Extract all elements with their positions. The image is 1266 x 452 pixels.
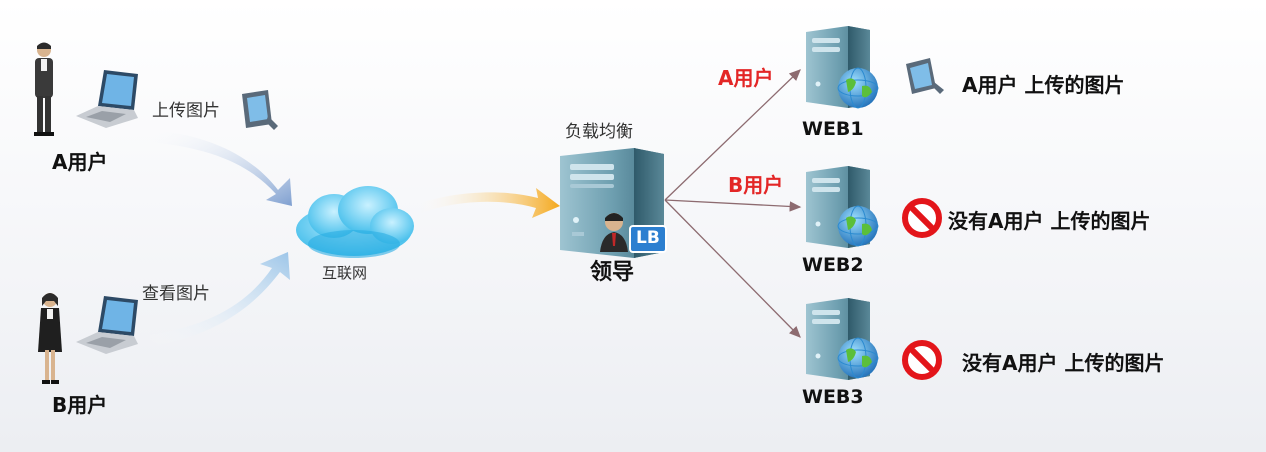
view-action-label: 查看图片 [142, 284, 210, 304]
no-entry-icon-web2 [902, 198, 942, 238]
server-name-web2: WEB2 [802, 254, 864, 276]
user-a-label: A用户 [52, 150, 108, 174]
person-icon-b [38, 293, 62, 384]
cloud-icon [296, 186, 414, 258]
lb-arrow [415, 188, 560, 218]
user-b-label: B用户 [52, 393, 108, 417]
load-balancer-title: 负载均衡 [565, 122, 633, 142]
view-arrow [150, 252, 290, 347]
globe-icon-web2 [837, 205, 879, 247]
server-name-web1: WEB1 [802, 118, 864, 140]
person-icon-a [34, 42, 54, 136]
upload-action-label: 上传图片 [152, 101, 220, 121]
globe-icon-web3 [837, 337, 879, 379]
status-web2: 没有A用户 上传的图片 [948, 209, 1151, 233]
no-entry-icon-web3 [902, 340, 942, 380]
server-name-web3: WEB3 [802, 386, 864, 408]
leader-avatar-icon [600, 213, 628, 252]
connector-web3 [664, 199, 801, 338]
laptop-icon-a [76, 70, 138, 128]
picture-frame-icon-upload [242, 90, 278, 130]
route-label-web1: A用户 [718, 66, 774, 90]
picture-frame-icon-web1 [906, 58, 944, 94]
connector-web2 [664, 199, 802, 212]
globe-icon-web1 [837, 67, 879, 109]
lb-badge: LB [636, 228, 660, 248]
internet-label: 互联网 [322, 264, 368, 282]
status-web1: A用户 上传的图片 [962, 73, 1125, 97]
upload-arrow [150, 130, 292, 206]
lb-badge-box [629, 225, 667, 253]
laptop-icon-b [76, 296, 138, 354]
status-web3: 没有A用户 上传的图片 [962, 351, 1165, 375]
leader-label: 领导 [590, 260, 635, 285]
connector-web1 [664, 69, 801, 201]
route-label-web2: B用户 [728, 173, 784, 197]
